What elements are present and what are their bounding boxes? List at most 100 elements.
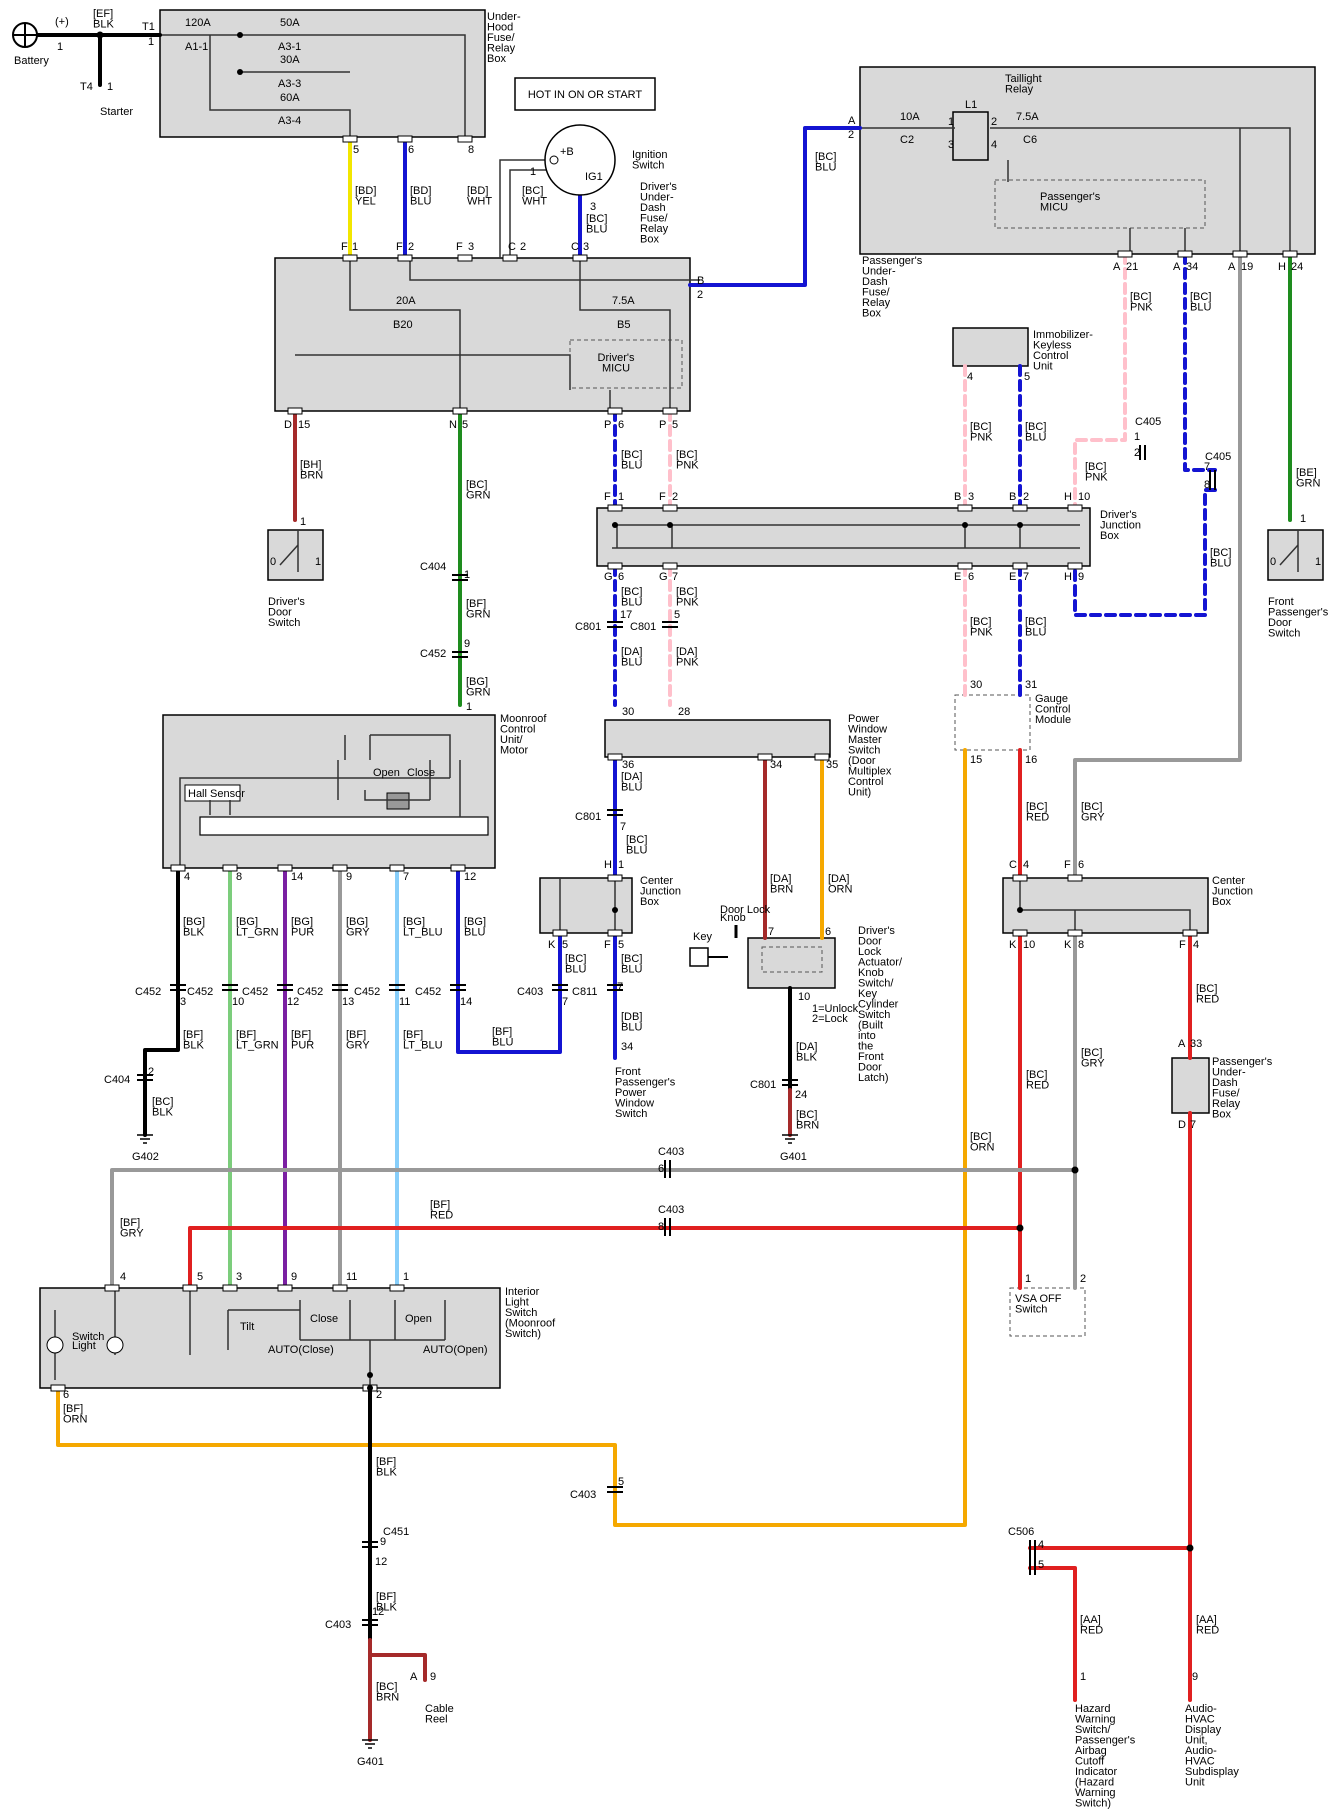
front-passenger-door-switch xyxy=(1267,529,1324,581)
pin-ils1: 1 xyxy=(403,1271,409,1283)
center-jb-right-label-line-1: Junction xyxy=(1212,886,1253,898)
pin-c801b: C801 xyxy=(630,621,656,633)
pin-psw1b: 1 xyxy=(1315,556,1321,568)
door-lock-knob-label-line-1: Knob xyxy=(720,912,746,924)
wire-label-bc-blu-tail-line-1: BLU xyxy=(815,162,836,174)
fuse-c2: C2 xyxy=(900,134,914,146)
pin-c403b6: 6 xyxy=(658,1163,664,1175)
pin-hj10: H xyxy=(1064,491,1072,503)
wire-label-bf-gry-line-0: [BF] xyxy=(346,1029,366,1041)
pin-p5: P xyxy=(659,419,666,431)
passenger-underdash-label-line-3: Fuse/ xyxy=(862,287,890,299)
pin-ej7: E xyxy=(1009,571,1016,583)
pin-dl7: 7 xyxy=(768,926,774,938)
interior-light-label-line-0: Interior xyxy=(505,1286,540,1298)
immobilizer-label-line-2: Control xyxy=(1033,350,1068,362)
pin-c403d5: 5 xyxy=(618,1476,624,1488)
driver-door-switch-label-line-1: Door xyxy=(268,607,292,619)
starter-label: Starter xyxy=(100,106,133,118)
pin-dl6: 6 xyxy=(825,926,831,938)
immobilizer-label-line-0: Immobilizer- xyxy=(1033,329,1093,341)
door-lock-label-line-10: into xyxy=(858,1030,876,1042)
pin-fj2n: 2 xyxy=(672,491,678,503)
moonroof-internal xyxy=(179,734,461,868)
pin-hj9n: 9 xyxy=(1078,571,1084,583)
pin-f3n: 3 xyxy=(468,241,474,253)
wire-label-bc-orn-line-0: [BC] xyxy=(970,1131,991,1143)
wire-label-bc-brn-bot-line-1: BRN xyxy=(376,1692,399,1704)
pin-c403e12: 12 xyxy=(372,1606,384,1618)
hazard-label-line-5: Cutoff xyxy=(1075,1756,1105,1768)
pin-l1n3: 3 xyxy=(948,139,954,151)
ignition-switch-contact xyxy=(549,155,559,165)
pin-c405b8: 8 xyxy=(1204,479,1210,491)
pin-c452: C452 xyxy=(420,648,446,660)
switch-light-label-line-0: Switch xyxy=(72,1331,104,1343)
passenger-underdash-fuse-box xyxy=(1171,1057,1210,1114)
pin-l1n4: 4 xyxy=(991,139,997,151)
driver-junction-label-line-2: Box xyxy=(1100,530,1119,542)
door-lock-label-line-13: Door xyxy=(858,1062,882,1074)
wire-label-bc-blu-c405b-line-1: BLU xyxy=(1210,558,1231,570)
gauge-control-label-line-0: Gauge xyxy=(1035,693,1068,705)
center-jb-left-label-line-1: Junction xyxy=(640,886,681,898)
pin-f4: F xyxy=(1179,939,1186,951)
pin-k8n: 8 xyxy=(1078,939,1084,951)
pin-c404b: C404 xyxy=(104,1074,130,1086)
battery-sign: (+) xyxy=(55,16,69,28)
pin-c506n5: 5 xyxy=(1038,1559,1044,1571)
pin-ils3: 3 xyxy=(236,1271,242,1283)
pin-l1n1: 1 xyxy=(948,116,954,128)
driver-underdash-label-line-0: Driver's xyxy=(640,181,677,193)
wire-label-bf-orn-line-1: ORN xyxy=(63,1414,88,1426)
pin-ej7n: 7 xyxy=(1023,571,1029,583)
pin-c811n: 7 xyxy=(617,981,623,993)
wire-label-bc-blu-k5-line-0: [BC] xyxy=(565,953,586,965)
g402-label: G402 xyxy=(132,1151,159,1163)
hazard-label-line-3: Passenger's xyxy=(1075,1735,1136,1747)
g401b-label: G401 xyxy=(357,1756,384,1768)
power-window-label-line-7: Unit) xyxy=(848,787,871,799)
ils-open-label: Open xyxy=(405,1313,432,1325)
pin-bat1: 1 xyxy=(57,41,63,53)
fuse-b5: B5 xyxy=(617,319,630,331)
wire-label-bf-pur-line-1: PUR xyxy=(291,1040,314,1052)
cable-reel-label-line-1: Reel xyxy=(425,1714,448,1726)
power-window-label-line-1: Window xyxy=(848,724,887,736)
wire-label-bg-blk-line-0: [BG] xyxy=(183,916,205,928)
wire-label-bg-ltblu-line-0: [BG] xyxy=(403,916,425,928)
wire-label-bc-brn-g401-line-1: BRN xyxy=(796,1120,819,1132)
pin-au9: 9 xyxy=(1192,1671,1198,1683)
pin-dl10: 10 xyxy=(798,991,810,1003)
driver-underdash-label-line-1: Under- xyxy=(640,192,674,204)
audio-label-line-3: Unit, xyxy=(1185,1735,1208,1747)
wire-label-bc-blu-p6-line-0: [BC] xyxy=(621,449,642,461)
underhood-box-label-line-3: Relay xyxy=(487,43,516,55)
wire-label-bc-pnk-e6-line-0: [BC] xyxy=(970,616,991,628)
wire-label-da-orn-line-1: ORN xyxy=(828,884,853,896)
pin-c801c: C801 xyxy=(575,811,601,823)
driver-underdash-label-line-3: Fuse/ xyxy=(640,213,668,225)
pin-gj7: G xyxy=(659,571,668,583)
door-lock-knob-label-line-0: Door Lock xyxy=(720,904,771,916)
pin-dsw0: 0 xyxy=(270,556,276,568)
wire-label-bc-blu-h1-line-0: [BC] xyxy=(626,834,647,846)
inline-connectors xyxy=(137,445,1216,1626)
pin-h24: H xyxy=(1278,261,1286,273)
front-pass-door-label-line-2: Door xyxy=(1268,617,1292,629)
pin-ils11: 11 xyxy=(346,1271,357,1283)
fuse-a34: A3-4 xyxy=(278,115,301,127)
moonroof-open-label: Open xyxy=(373,767,400,779)
passenger-micu xyxy=(994,179,1206,229)
pin-t1n: 1 xyxy=(148,36,154,48)
wire-bg-blk xyxy=(143,866,180,1137)
front-pass-door-label-line-0: Front xyxy=(1268,596,1294,608)
pin-c452e: C452 xyxy=(354,986,380,998)
wire-label-aa-red-2-line-0: [AA] xyxy=(1196,1614,1217,1626)
power-window-label-line-0: Power xyxy=(848,713,880,725)
door-lock-label-line-5: Switch/ xyxy=(858,978,894,990)
wire-label-da-blk-line-0: [DA] xyxy=(796,1041,817,1053)
wire-label-bf-gry-left-line-1: GRY xyxy=(120,1228,144,1240)
pin-c801a: C801 xyxy=(575,621,601,633)
key-icon xyxy=(689,947,728,967)
